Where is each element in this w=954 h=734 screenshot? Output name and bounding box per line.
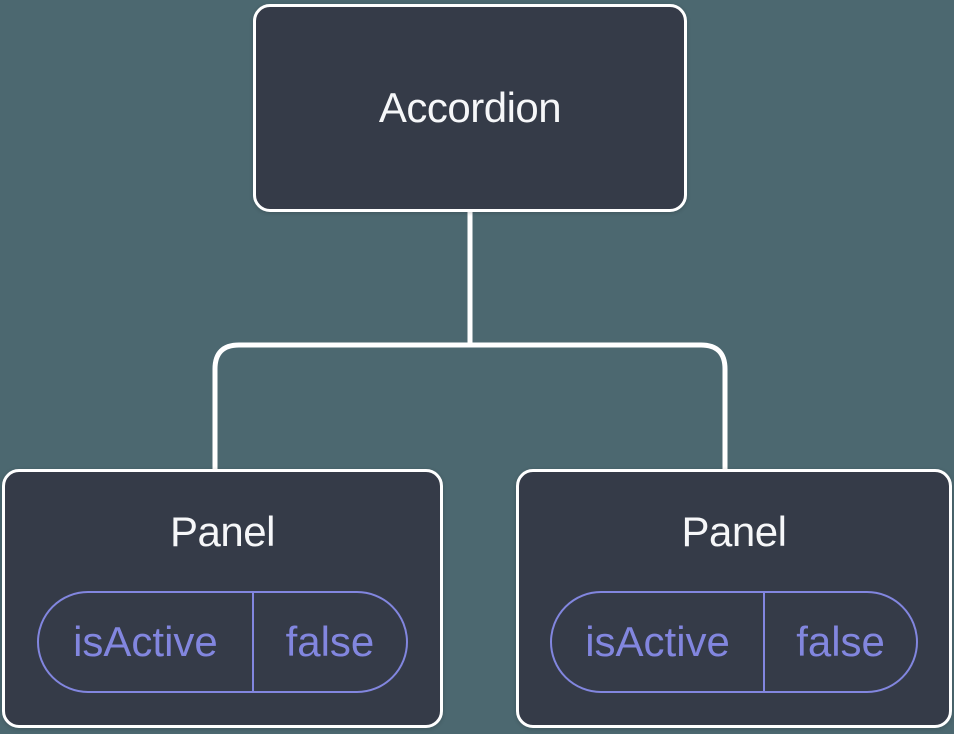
node-label-accordion: Accordion <box>378 84 562 131</box>
connector-branch-bracket <box>212 342 728 472</box>
state-key-right: isActive <box>552 593 766 691</box>
tree-node-panel-left: Panel isActive false <box>2 469 443 728</box>
node-label-panel-right: Panel <box>681 508 787 555</box>
tree-node-panel-right: Panel isActive false <box>516 469 952 728</box>
state-key-left: isActive <box>39 593 254 691</box>
node-label-panel-left: Panel <box>170 508 275 555</box>
state-value-left: false <box>285 618 375 665</box>
state-value-right: false <box>796 618 885 665</box>
tree-node-accordion: Accordion <box>253 4 687 212</box>
state-pill-left: isActive false <box>37 591 408 693</box>
state-pill-right: isActive false <box>550 591 918 693</box>
